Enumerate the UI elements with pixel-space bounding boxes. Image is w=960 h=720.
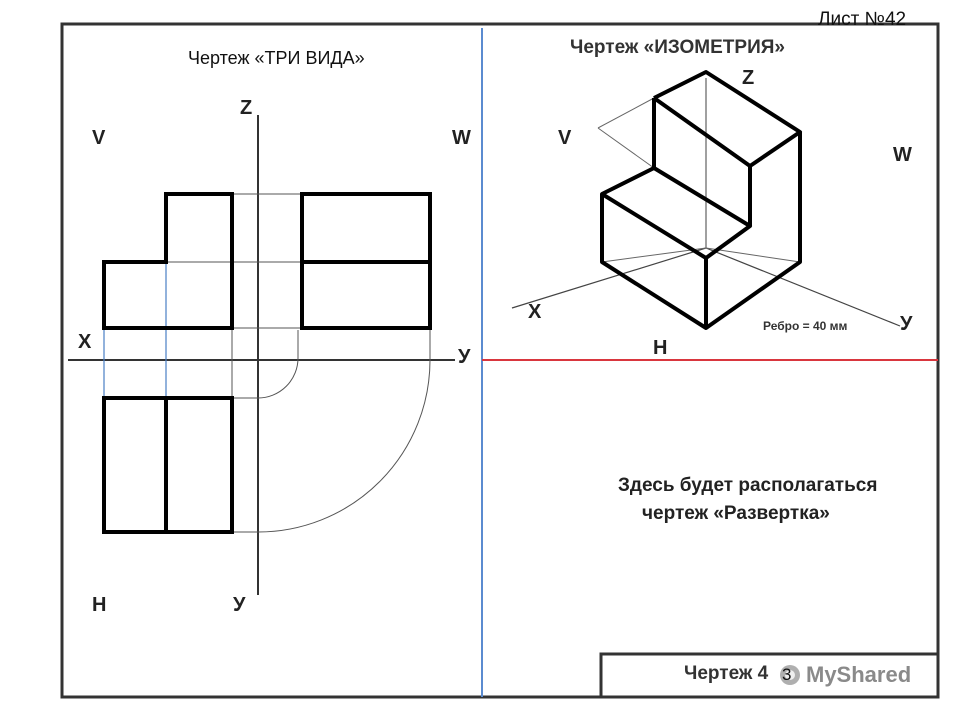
slide-number: 3 bbox=[782, 665, 792, 684]
watermark-text: MyShared bbox=[806, 662, 912, 687]
iso-w-label: W bbox=[893, 144, 912, 166]
construction-lines bbox=[166, 193, 431, 533]
title-block bbox=[599, 652, 940, 699]
isometry-drawing bbox=[511, 70, 901, 330]
three-views-drawing bbox=[68, 115, 455, 595]
iso-visible-edges bbox=[600, 70, 802, 330]
iso-z-label: Z bbox=[742, 67, 755, 89]
development-placeholder-line1: Здесь будет располагаться bbox=[618, 475, 878, 496]
three-views-x-label: X bbox=[78, 331, 92, 353]
front-view bbox=[102, 192, 234, 330]
three-views-y-right-label: У bbox=[458, 346, 471, 368]
iso-h-label: Н bbox=[653, 337, 668, 359]
myshared-logo bbox=[780, 665, 800, 685]
three-views-title: Чертеж «ТРИ ВИДА» bbox=[188, 48, 365, 68]
three-views-w-label: W bbox=[452, 127, 471, 149]
isometry-title: Чертеж «ИЗОМЕТРИЯ» bbox=[570, 37, 785, 58]
iso-hidden-edges bbox=[597, 78, 801, 263]
edge-length-note: Ребро = 40 мм bbox=[763, 319, 848, 333]
three-views-h-label: Н bbox=[92, 594, 107, 616]
sheet-number: Лист №42 bbox=[818, 9, 907, 30]
stamp-title: Чертеж 4 bbox=[684, 663, 769, 684]
iso-x-label: X bbox=[528, 301, 542, 323]
three-views-v-label: V bbox=[92, 127, 106, 149]
development-placeholder-line2: чертеж «Развертка» bbox=[642, 503, 830, 524]
three-views-z-label: Z bbox=[240, 97, 253, 119]
iso-v-label: V bbox=[558, 127, 572, 149]
three-views-y-bottom-label: У bbox=[233, 594, 246, 616]
iso-y-label: У bbox=[900, 313, 913, 335]
